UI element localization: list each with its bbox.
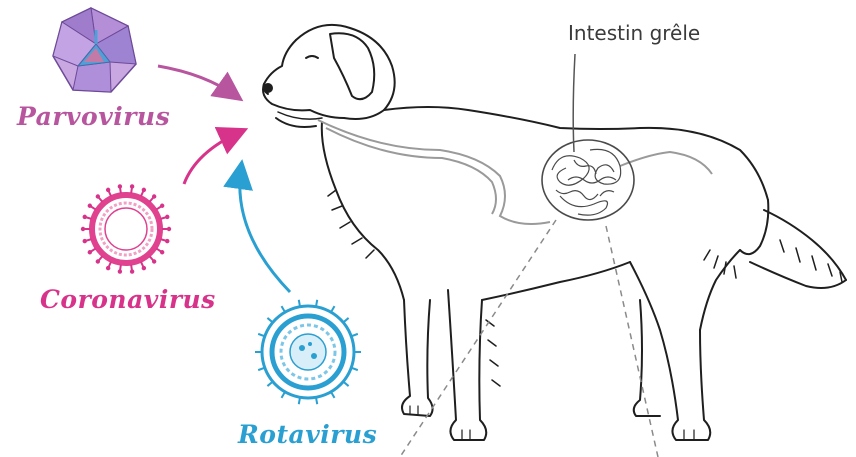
rotavirus-spike (282, 306, 286, 312)
rotavirus-spike (299, 397, 300, 404)
rotavirus-spike (331, 392, 335, 398)
parvovirus-icon (53, 8, 136, 92)
coronavirus-spike-tip (165, 239, 169, 243)
dog-illustration (263, 25, 846, 440)
coronavirus-arrow (184, 132, 240, 184)
coronavirus-spike-tip (152, 194, 156, 198)
coronavirus-spike-tip (167, 227, 171, 231)
digestive-tract (318, 120, 712, 224)
parvovirus-arrow (158, 66, 236, 96)
coronavirus-label: Coronavirus (40, 285, 216, 314)
rotavirus-spike (351, 368, 358, 370)
coronavirus-spike-tip (96, 259, 100, 263)
rotavirus-icon (255, 300, 361, 404)
rotavirus-spike (331, 306, 335, 312)
coronavirus-spike-tip (106, 266, 110, 270)
coronavirus-spike-tip (96, 194, 100, 198)
rotavirus-label: Rotavirus (238, 420, 377, 449)
coronavirus-spike-tip (83, 239, 87, 243)
coronavirus-spike-tip (130, 269, 134, 273)
coronavirus-spike-tip (165, 215, 169, 219)
coronavirus-spike-tip (88, 250, 92, 254)
rotavirus-spike (267, 382, 272, 386)
coronavirus-icon (81, 184, 171, 274)
coronavirus-spike-tip (118, 184, 122, 188)
coronavirus-spike-tip (152, 259, 156, 263)
rotavirus-arrow (240, 168, 290, 292)
coronavirus-spike-tip (81, 227, 85, 231)
intestin-pointer-line (573, 54, 575, 152)
coronavirus-spike-tip (106, 188, 110, 192)
guide-lines (400, 220, 658, 457)
rotavirus-spike (258, 368, 265, 370)
rotavirus-spike (343, 318, 348, 322)
rotavirus-spike (343, 382, 348, 386)
coronavirus-spike-tip (142, 266, 146, 270)
coronavirus-spike-tip (160, 204, 164, 208)
rotavirus-spike (316, 300, 317, 307)
rotavirus-spike (351, 334, 358, 336)
coronavirus-spike-tip (160, 250, 164, 254)
small-intestine (542, 140, 634, 220)
coronavirus-spike-tip (142, 188, 146, 192)
coronavirus-spike-tip (88, 204, 92, 208)
rotavirus-spike (282, 392, 286, 398)
coronavirus-spike-tip (83, 215, 87, 219)
coronavirus-spike-tip (130, 184, 134, 188)
rotavirus-spike (316, 397, 317, 404)
rotavirus-spike (267, 318, 272, 322)
coronavirus-spike-tip (118, 269, 122, 273)
rotavirus-spike (258, 334, 265, 336)
intestin-label: Intestin grêle (568, 21, 700, 45)
parvovirus-label: Parvovirus (17, 102, 170, 131)
rotavirus-spike (299, 300, 300, 307)
